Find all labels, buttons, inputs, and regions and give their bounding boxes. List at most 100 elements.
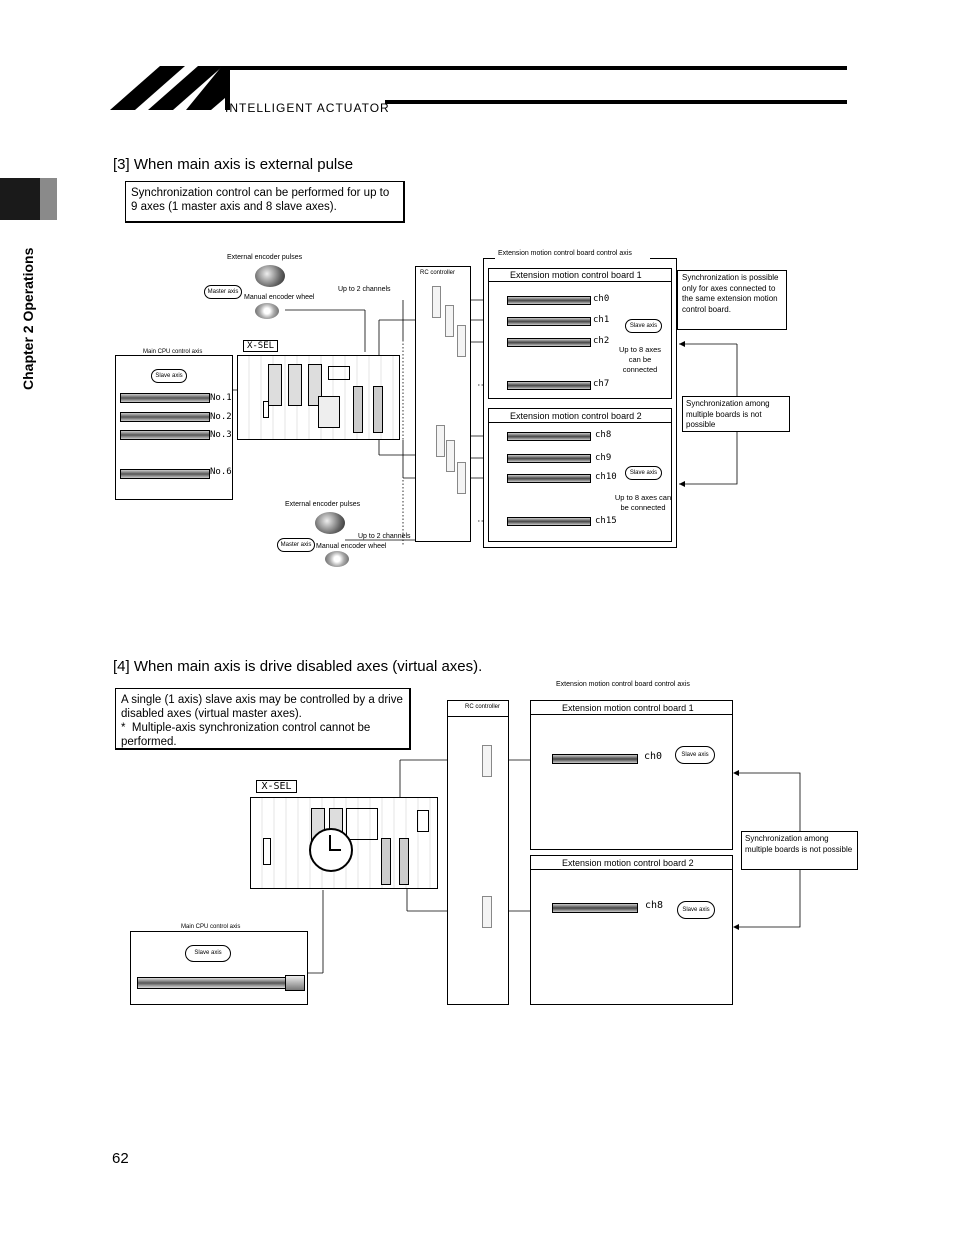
ch-label-ch10: ch10	[595, 472, 617, 482]
actuator-motor-s4	[285, 975, 305, 991]
actuator-no2	[120, 412, 210, 422]
rc-module-2	[445, 305, 454, 337]
ch-label-ch0: ch0	[593, 294, 610, 304]
ext-encoder-label-top: External encoder pulses	[227, 254, 303, 261]
xsel-label-box-s4: X-SEL	[256, 780, 297, 793]
ext-board-outer-top-left	[483, 258, 495, 259]
board1-s4	[530, 700, 733, 850]
main-cpu-axis-label: Main CPU control axis	[141, 349, 205, 355]
xsel-controller-s3	[237, 355, 400, 440]
rc-module-3	[457, 325, 466, 357]
actuator-ch8-s4	[552, 903, 638, 913]
actuator-no6	[120, 469, 210, 479]
sync-multi-not-note-s4: Synchronization among multiple boards is…	[741, 831, 858, 870]
ext-board-axis-label-s4: Extension motion control board control a…	[556, 681, 690, 688]
up-to-2-channels-bottom: Up to 2 channels	[358, 533, 411, 540]
xsel-label-s4: X-SEL	[261, 781, 292, 792]
section3-note-text: Synchronization control can be performed…	[131, 187, 390, 213]
master-axis-pill-top: Master axis	[204, 285, 242, 299]
ch-label-ch9: ch9	[595, 453, 612, 463]
manual-wheel-label-top: Manual encoder wheel	[244, 294, 315, 301]
ch-label-ch8-s4: ch8	[645, 900, 664, 911]
actuator-ch0-s4	[552, 754, 638, 764]
actuator-ch10	[507, 474, 591, 483]
board2-title-s4: Extension motion control board 2	[562, 858, 694, 868]
up-to-8-b2: Up to 8 axes can be connected	[614, 493, 672, 512]
actuator-ch9	[507, 454, 591, 463]
ch-label-ch2: ch2	[593, 336, 610, 346]
encoder-icon-top	[255, 265, 285, 287]
main-cpu-axis-label-s4: Main CPU control axis	[179, 924, 243, 930]
board2-title-rule	[488, 422, 672, 423]
board2-s4	[530, 855, 733, 1005]
axis-label-no1: No.1	[210, 393, 232, 403]
rc-module-6	[457, 462, 466, 494]
slave-axis-pill-cpu-s4: Slave axis	[185, 945, 231, 962]
encoder-icon-bottom	[315, 512, 345, 534]
rc-controller-box-s4	[447, 700, 509, 1005]
slave-axis-pill-b2: Slave axis	[625, 466, 662, 480]
axis-label-no2: No.2	[210, 412, 232, 422]
manual-wheel-icon-top	[255, 303, 279, 319]
board1-title-s4: Extension motion control board 1	[562, 703, 694, 713]
actuator-ch2	[507, 338, 591, 347]
section4-note-text: A single (1 axis) slave axis may be cont…	[121, 694, 403, 748]
slave-axis-pill-b2-s4: Slave axis	[677, 901, 715, 919]
actuator-no1	[120, 393, 210, 403]
manual-wheel-icon-bottom	[325, 551, 349, 567]
rc-controller-label-s3: RC controller	[420, 270, 456, 276]
rc-module-s4-2	[482, 896, 492, 928]
sync-same-board-text: Synchronization is possible only for axe…	[682, 273, 779, 314]
sync-same-board-note: Synchronization is possible only for axe…	[677, 270, 787, 330]
board1-title-s3: Extension motion control board 1	[510, 270, 642, 280]
ext-encoder-label-bottom: External encoder pulses	[285, 501, 361, 508]
actuator-no3	[120, 430, 210, 440]
chapter-tab-dark	[0, 178, 40, 220]
up-to-8-b1: Up to 8 axes can be connected	[618, 345, 662, 374]
rc-module-s4-1	[482, 745, 492, 777]
slave-axis-pill-cpu: Slave axis	[151, 369, 187, 383]
actuator-ch7	[507, 381, 591, 390]
board1-title-rule	[488, 281, 672, 282]
slave-axis-pill-b1: Slave axis	[625, 319, 662, 333]
actuator-ch0	[507, 296, 591, 305]
clock-icon	[309, 828, 353, 872]
section3-note: Synchronization control can be performed…	[125, 181, 405, 223]
axis-label-no6: No.6	[210, 467, 232, 477]
actuator-cpu-s4	[137, 977, 287, 989]
rc-controller-box-s3	[415, 266, 471, 542]
slave-axis-pill-b1-s4: Slave axis	[675, 746, 715, 764]
up-to-2-channels-top: Up to 2 channels	[338, 286, 391, 293]
rc-controller-label-s4: RC controller	[465, 704, 501, 710]
rc-module-1	[432, 286, 441, 318]
rc-module-5	[446, 440, 455, 472]
ext-board-axis-label-s3: Extension motion control board control a…	[498, 250, 632, 257]
sync-multi-not-text-s4: Synchronization among multiple boards is…	[745, 834, 853, 854]
axis-label-no3: No.3	[210, 430, 232, 440]
section3-heading: [3] When main axis is external pulse	[113, 156, 354, 173]
board1-s3	[488, 268, 672, 399]
section4-note: A single (1 axis) slave axis may be cont…	[115, 688, 411, 750]
page-number: 62	[112, 1150, 129, 1167]
sync-multi-not-note-s3: Synchronization among multiple boards is…	[682, 396, 790, 432]
main-cpu-axis-box-s4	[130, 931, 308, 1005]
xsel-label-box-s3: X-SEL	[243, 340, 278, 352]
board2-title-rule-s4	[530, 869, 733, 870]
actuator-ch8	[507, 432, 591, 441]
actuator-ch15	[507, 517, 591, 526]
ch-label-ch0-s4: ch0	[644, 751, 663, 762]
board1-title-rule-s4	[530, 714, 733, 715]
actuator-ch1	[507, 317, 591, 326]
master-axis-pill-bottom: Master axis	[277, 538, 315, 552]
rc-module-4	[436, 425, 445, 457]
xsel-controller-s4	[250, 797, 438, 889]
rc-divider-s4	[447, 716, 509, 717]
ch-label-ch15: ch15	[595, 516, 617, 526]
board2-title-s3: Extension motion control board 2	[510, 411, 642, 421]
manual-wheel-label-bottom: Manual encoder wheel	[316, 543, 387, 550]
company-logo	[110, 66, 847, 110]
brand-name: INTELLIGENT ACTUATOR	[225, 101, 390, 115]
ch-label-ch8: ch8	[595, 430, 612, 440]
section4-heading: [4] When main axis is drive disabled axe…	[113, 658, 483, 675]
